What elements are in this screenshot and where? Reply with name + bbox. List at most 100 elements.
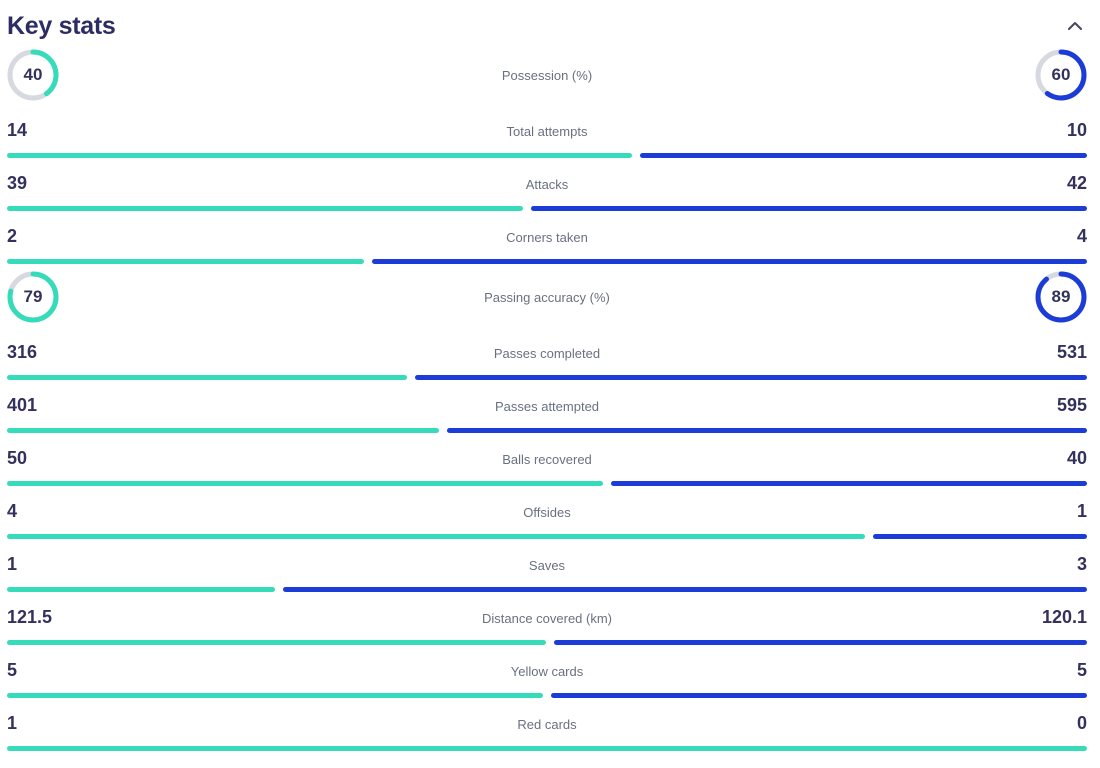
- stat-row: 50 Balls recovered 40: [7, 433, 1087, 486]
- gauge-ring-icon: [7, 271, 59, 323]
- stat-label: Red cards: [517, 717, 577, 732]
- away-value: 5: [1076, 660, 1087, 680]
- home-value: 1: [7, 554, 18, 574]
- stats-list: 40 Possession (%) 60 14 Total attempts 1…: [7, 47, 1087, 751]
- home-gauge-value: 40: [23, 65, 43, 84]
- stat-bar: [7, 693, 1087, 698]
- home-value: 5: [7, 660, 18, 680]
- stat-values: 316 Passes completed 531: [7, 341, 1087, 363]
- stat-row: 14 Total attempts 10: [7, 105, 1087, 158]
- away-bar: [554, 640, 1087, 645]
- home-bar: [7, 587, 275, 592]
- home-bar: [7, 375, 407, 380]
- stat-row: 39 Attacks 42: [7, 158, 1087, 211]
- key-stats-panel: Key stats 40 Possession (%) 60: [7, 10, 1087, 751]
- home-gauge-value: 79: [23, 287, 43, 306]
- home-bar: [7, 428, 439, 433]
- away-bar: [531, 206, 1087, 211]
- away-bar: [551, 693, 1087, 698]
- away-value: 595: [1056, 395, 1087, 415]
- away-value: 10: [1066, 120, 1087, 140]
- away-bar: [372, 259, 1087, 264]
- home-gauge: 40: [7, 49, 59, 101]
- home-gauge-progress: [7, 271, 59, 323]
- home-value: 316: [7, 342, 38, 362]
- gauge-ring-icon: [1035, 271, 1087, 323]
- stat-bar: [7, 375, 1087, 380]
- stat-label: Balls recovered: [502, 452, 592, 467]
- stat-label: Saves: [528, 558, 566, 573]
- stat-bar: [7, 587, 1087, 592]
- stat-bar: [7, 206, 1087, 211]
- stat-label: Offsides: [523, 505, 571, 520]
- stat-values: 121.5 Distance covered (km) 120.1: [7, 606, 1087, 628]
- stat-label: Attacks: [525, 177, 569, 192]
- stat-label: Distance covered (km): [481, 611, 613, 626]
- away-bar: [610, 481, 1087, 486]
- home-value: 4: [7, 501, 18, 521]
- away-bar: [640, 153, 1087, 158]
- collapse-section-button[interactable]: [1063, 10, 1087, 37]
- stat-row: 79 Passing accuracy (%) 89: [7, 269, 1087, 325]
- away-value: 1: [1076, 501, 1087, 521]
- stat-row: 4 Offsides 1: [7, 486, 1087, 539]
- away-gauge-progress: [1035, 49, 1087, 101]
- stat-bar: [7, 746, 1087, 751]
- home-bar: [7, 259, 365, 264]
- stat-bar: [7, 481, 1087, 486]
- stat-label: Passes attempted: [494, 399, 600, 414]
- away-gauge: 89: [1035, 271, 1087, 323]
- home-bar: [7, 693, 543, 698]
- stat-values: 14 Total attempts 10: [7, 119, 1087, 141]
- home-gauge-progress: [7, 49, 59, 101]
- stat-label: Passing accuracy (%): [484, 289, 610, 305]
- away-bar: [414, 375, 1087, 380]
- home-value: 121.5: [7, 607, 53, 627]
- stat-bar: [7, 640, 1087, 645]
- stat-values: 2 Corners taken 4: [7, 225, 1087, 247]
- gauge-ring-icon: [7, 49, 59, 101]
- chevron-up-icon: [1067, 18, 1083, 33]
- stat-label: Total attempts: [506, 124, 588, 139]
- stat-label: Yellow cards: [510, 664, 584, 679]
- stat-label: Possession (%): [501, 67, 593, 83]
- home-bar: [7, 206, 524, 211]
- home-gauge: 79: [7, 271, 59, 323]
- gauge-ring-icon: [1035, 49, 1087, 101]
- stat-values: 4 Offsides 1: [7, 500, 1087, 522]
- stat-row: 401 Passes attempted 595: [7, 380, 1087, 433]
- stat-row: 2 Corners taken 4: [7, 211, 1087, 264]
- stat-bar: [7, 534, 1087, 539]
- stat-row: 1 Red cards 0: [7, 698, 1087, 751]
- stat-label: Corners taken: [506, 230, 588, 245]
- home-value: 39: [7, 173, 28, 193]
- home-value: 2: [7, 226, 18, 246]
- away-gauge: 60: [1035, 49, 1087, 101]
- stat-label: Passes completed: [493, 346, 601, 361]
- away-gauge-value: 89: [1051, 287, 1071, 306]
- stat-values: 5 Yellow cards 5: [7, 659, 1087, 681]
- stat-values: 39 Attacks 42: [7, 172, 1087, 194]
- away-bar: [872, 534, 1087, 539]
- stat-values: 50 Balls recovered 40: [7, 447, 1087, 469]
- stat-values: 1 Red cards 0: [7, 712, 1087, 734]
- away-value: 40: [1066, 448, 1087, 468]
- stat-values: 1 Saves 3: [7, 553, 1087, 575]
- home-value: 1: [7, 713, 18, 733]
- stat-row: 316 Passes completed 531: [7, 327, 1087, 380]
- home-value: 401: [7, 395, 38, 415]
- stat-row: 40 Possession (%) 60: [7, 47, 1087, 103]
- away-value: 0: [1076, 713, 1087, 733]
- stat-bar: [7, 153, 1087, 158]
- away-value: 42: [1066, 173, 1087, 193]
- stat-values: 401 Passes attempted 595: [7, 394, 1087, 416]
- away-value: 3: [1076, 554, 1087, 574]
- home-bar: [7, 640, 547, 645]
- home-bar: [7, 534, 865, 539]
- stat-row: 5 Yellow cards 5: [7, 645, 1087, 698]
- home-bar: [7, 153, 633, 158]
- away-gauge-value: 60: [1051, 65, 1071, 84]
- away-value: 120.1: [1041, 607, 1087, 627]
- stat-bar: [7, 259, 1087, 264]
- stat-bar: [7, 428, 1087, 433]
